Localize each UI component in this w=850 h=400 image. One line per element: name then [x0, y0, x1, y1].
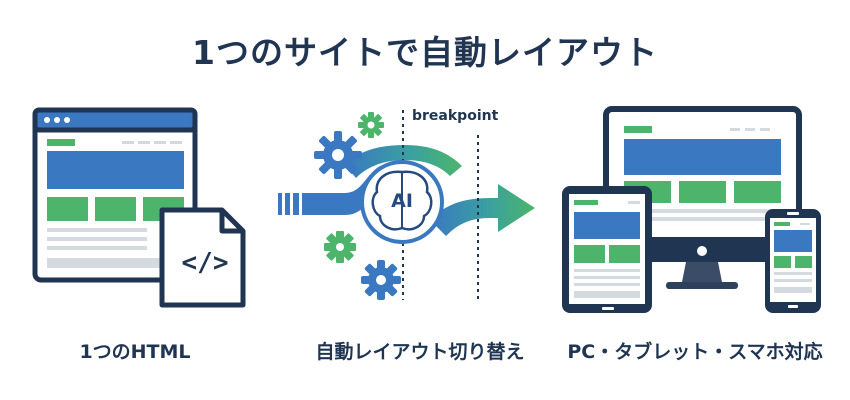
- gear-icon: [314, 131, 362, 179]
- smartphone-icon: [765, 209, 821, 313]
- caption-devices: PC・タブレット・スマホ対応: [567, 341, 823, 363]
- tablet-icon: [562, 186, 652, 313]
- gear-icon: [324, 231, 356, 263]
- input-stripes: [278, 193, 299, 215]
- caption-auto-layout: 自動レイアウト切り替え: [315, 341, 525, 363]
- ai-label: AI: [391, 190, 413, 212]
- desktop-monitor-icon: [603, 106, 802, 289]
- brain-icon: [360, 160, 444, 244]
- gear-icon: [361, 260, 401, 300]
- page-title: 1つのサイトで自動レイアウト: [192, 33, 658, 72]
- code-symbol: </>: [181, 248, 229, 278]
- gear-icon: [358, 112, 384, 138]
- html-file-icon: [159, 207, 246, 308]
- breakpoint-label: breakpoint: [412, 108, 499, 124]
- browser-window-icon: [32, 107, 198, 283]
- caption-one-html: 1つのHTML: [79, 341, 191, 363]
